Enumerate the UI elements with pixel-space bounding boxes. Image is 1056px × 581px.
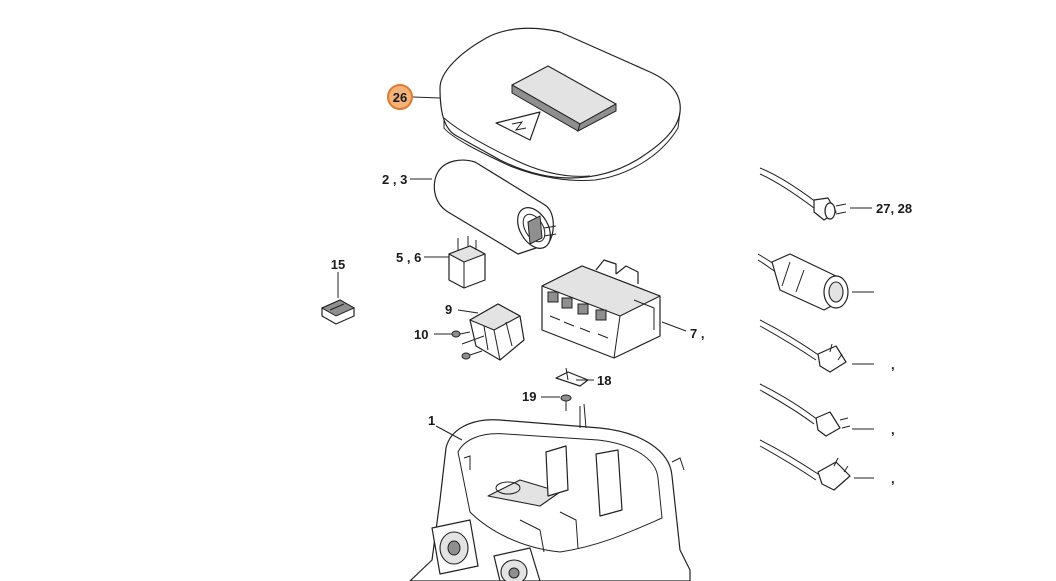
contactor-part[interactable] [541,259,661,359]
callout-cable-5[interactable]: , [854,471,895,486]
cable-plug-5[interactable] [759,439,851,491]
callout-cable-3-label: , [891,357,895,372]
callout-18[interactable]: 18 [576,373,611,388]
clip-part[interactable] [320,299,356,325]
callout-19[interactable]: 19 [522,389,560,404]
cover-part[interactable] [439,27,681,181]
callout-27-28-label: 27, 28 [876,201,912,216]
callout-cable-3[interactable]: , [852,357,895,372]
callout-cable-4-label: , [891,422,895,437]
cable-plug-3[interactable] [759,319,847,373]
callout-cable-5-label: , [891,471,895,486]
callout-9-label: 9 [445,302,452,317]
callout-2-3-label: 2 , 3 [382,172,407,187]
bracket-part[interactable] [555,367,589,387]
callout-18-label: 18 [597,373,611,388]
callout-15[interactable]: 15 [331,257,345,298]
callout-7-label: 7 , [690,326,704,341]
switch-part[interactable] [461,303,525,361]
callout-5-6-label: 5 , 6 [396,250,421,265]
callout-19-label: 19 [522,389,536,404]
callout-26-label: 26 [393,90,407,105]
callout-7[interactable]: 7 , [661,321,704,341]
cable-plug-1[interactable] [759,167,847,221]
screw-10b[interactable] [461,350,483,360]
callout-10-label: 10 [414,327,428,342]
screw-10a[interactable] [451,330,471,338]
callout-10[interactable]: 10 [414,327,452,342]
callout-26[interactable]: 26 [387,84,441,110]
relay-part[interactable] [448,236,486,289]
callout-26-badge [387,84,413,110]
capacitor-part[interactable] [433,159,557,255]
cable-plug-2[interactable] [757,253,849,311]
callout-15-label: 15 [331,257,345,272]
callout-cable-4[interactable]: , [852,422,895,437]
callout-9[interactable]: 9 [445,302,479,317]
screw-19[interactable] [560,394,572,411]
callout-27-28[interactable]: 27, 28 [850,201,912,216]
cable-plug-4[interactable] [759,383,851,437]
housing-part[interactable] [409,403,691,581]
callout-1[interactable]: 1 [428,413,463,441]
callout-5-6[interactable]: 5 , 6 [396,250,449,265]
callout-1-label: 1 [428,413,435,428]
callout-2-3[interactable]: 2 , 3 [382,172,432,187]
